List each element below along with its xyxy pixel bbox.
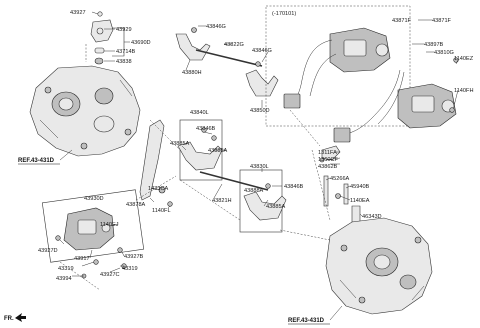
label-43927D: 43927D <box>38 248 58 254</box>
label-43690D: 43690D <box>131 40 151 46</box>
label-43927: 43927 <box>70 10 86 16</box>
label-43897B: 43897B <box>424 42 444 48</box>
label-43927B: 43927B <box>124 254 144 260</box>
label-46343D: 46343D <box>362 214 382 220</box>
label-1433CA: 1433CA <box>148 186 168 192</box>
ref-label-bottom: REF.43-431D <box>288 318 325 324</box>
part-labels: 43927 43929 43690D 43714B 43838 43846G 4… <box>38 10 474 282</box>
arrow-icon <box>15 313 26 322</box>
shift-fork-43885A <box>177 127 223 171</box>
label-43838: 43838 <box>116 59 132 65</box>
label-43888A: 43888A <box>244 188 264 194</box>
label-43846G-b: 43846G <box>252 48 272 54</box>
label-43810G: 43810G <box>434 50 454 56</box>
variant-box-170101 <box>265 5 411 127</box>
bolt-43927 <box>97 11 103 17</box>
label-43846B-a: 43846B <box>196 126 216 132</box>
label-1140EJ: 1140EJ <box>100 222 119 228</box>
shift-fork-43850D <box>245 61 279 97</box>
label-43871F-a: 43871F <box>392 18 412 24</box>
label-43930D: 43930D <box>84 196 104 202</box>
label-43862B: 43862B <box>318 164 338 170</box>
module-43917 <box>55 207 127 279</box>
label-43885A-c: 43885A <box>266 204 286 210</box>
label-45266A: 45266A <box>330 176 350 182</box>
label-1140EA: 1140EA <box>350 198 370 204</box>
label-170101: (-170101) <box>272 11 296 17</box>
label-43846B-b: 43846B <box>284 184 304 190</box>
front-direction-indicator: FR. <box>4 313 26 322</box>
label-43917: 43917 <box>74 256 90 262</box>
transmission-case-left <box>29 65 141 157</box>
guide-lines <box>59 44 331 291</box>
leader-lines <box>59 11 459 277</box>
fr-label: FR. <box>4 316 14 322</box>
bracket-43690D-group <box>90 11 130 65</box>
label-43822G: 43822G <box>224 42 244 48</box>
shift-rail-43822G <box>195 49 263 67</box>
label-43714B: 43714B <box>116 49 136 55</box>
shift-fork-43880H <box>175 27 211 61</box>
label-43850D: 43850D <box>250 108 270 114</box>
label-43319-a: 43319 <box>58 266 74 272</box>
label-1140EZ: 1140EZ <box>454 56 474 62</box>
label-43830L: 43830L <box>250 164 269 170</box>
label-43885A-b: 43885A <box>208 148 228 154</box>
label-43821H: 43821H <box>212 198 232 204</box>
label-43880H: 43880H <box>182 70 202 76</box>
label-43846G-a: 43846G <box>206 24 226 30</box>
shift-fork-43888A <box>243 183 287 221</box>
label-45940B: 45940B <box>350 184 370 190</box>
reference-labels: REF.43-431D REF.43-431D <box>18 149 343 325</box>
label-43929: 43929 <box>116 27 132 33</box>
shift-lever-43878A <box>139 119 173 207</box>
label-1311FA: 1311FA <box>318 150 337 156</box>
label-43871F-b: 43871F <box>432 18 452 24</box>
module-box-43930D <box>41 189 145 263</box>
label-43840L: 43840L <box>190 110 209 116</box>
actuator-43871F-b <box>333 57 459 143</box>
label-43885A-a: 43885A <box>170 141 190 147</box>
label-43994: 43994 <box>56 276 72 282</box>
label-43878A: 43878A <box>126 202 146 208</box>
label-1140FH: 1140FH <box>454 88 474 94</box>
ref-label-top: REF.43-431D <box>18 158 55 164</box>
label-43927C: 43927C <box>100 272 120 278</box>
actuator-43871F-a <box>283 27 391 109</box>
label-1360CF: 1360CF <box>318 157 338 163</box>
transmission-case-right <box>325 217 433 315</box>
label-43319-b: 43319 <box>122 266 138 272</box>
shift-rail-43821H <box>199 171 269 191</box>
label-1140FL: 1140FL <box>152 208 171 214</box>
